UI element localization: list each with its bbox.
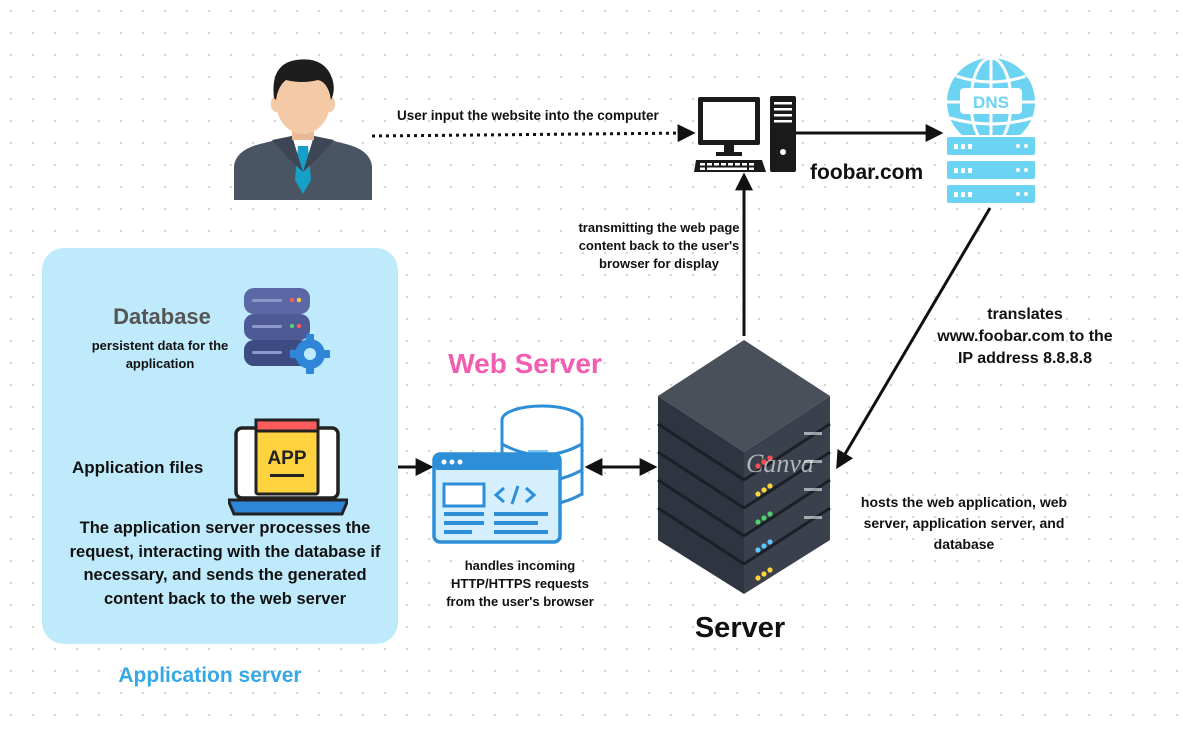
transmitting-label: transmitting the web page content back t…: [578, 220, 740, 271]
domain-label: foobar.com: [810, 161, 924, 184]
hosts-label: hosts the web application, web server, a…: [860, 494, 1068, 552]
translates-label: translates www.foobar.com to the IP addr…: [937, 306, 1113, 367]
user-input-label: User input the website into the computer: [397, 108, 659, 123]
laptop-app-icon: APP: [228, 418, 348, 516]
database-title: Database: [113, 304, 211, 329]
dns-server-icon: DNS: [945, 56, 1037, 205]
server-watermark: Canva: [746, 449, 814, 478]
web-server-code-icon: [432, 404, 584, 544]
application-files-label: Application files: [72, 458, 204, 477]
web-server-title: Web Server: [448, 348, 602, 379]
application-server-description: The application server processes the req…: [69, 519, 381, 608]
dns-badge: DNS: [973, 93, 1009, 112]
user-businessman-icon: [234, 59, 372, 200]
server-title: Server: [694, 612, 786, 644]
desktop-computer-icon: [694, 96, 796, 172]
server-rack-icon: Canva: [657, 340, 831, 594]
application-server-title: Application server: [118, 664, 302, 687]
web-server-description: handles incoming HTTP/HTTPS requests fro…: [446, 558, 594, 609]
arrow-dns-to-server: [836, 207, 992, 470]
app-badge: APP: [267, 448, 306, 469]
database-gear-icon: [244, 288, 330, 374]
database-subtitle: persistent data for the application: [91, 338, 229, 371]
arrow-user-to-computer: [371, 124, 696, 143]
